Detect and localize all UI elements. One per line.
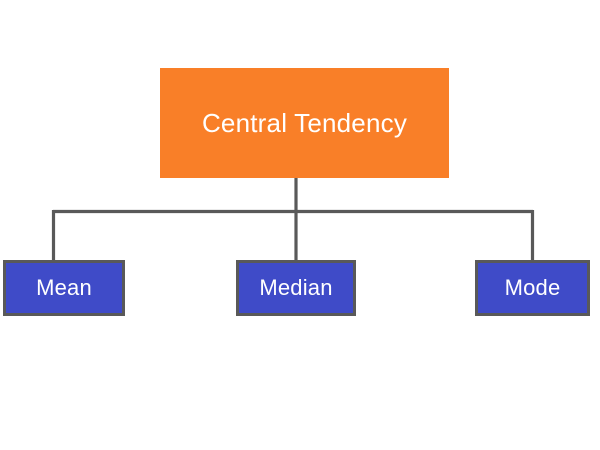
node-mean-label: Mean bbox=[36, 274, 92, 300]
node-central-tendency[interactable]: Central Tendency bbox=[160, 68, 449, 178]
node-mode[interactable]: Mode bbox=[475, 260, 590, 316]
node-mean[interactable]: Mean bbox=[3, 260, 125, 316]
node-median[interactable]: Median bbox=[236, 260, 356, 316]
node-central-tendency-label: Central Tendency bbox=[201, 107, 408, 138]
node-median-label: Median bbox=[259, 274, 333, 300]
node-mode-label: Mode bbox=[504, 274, 561, 300]
